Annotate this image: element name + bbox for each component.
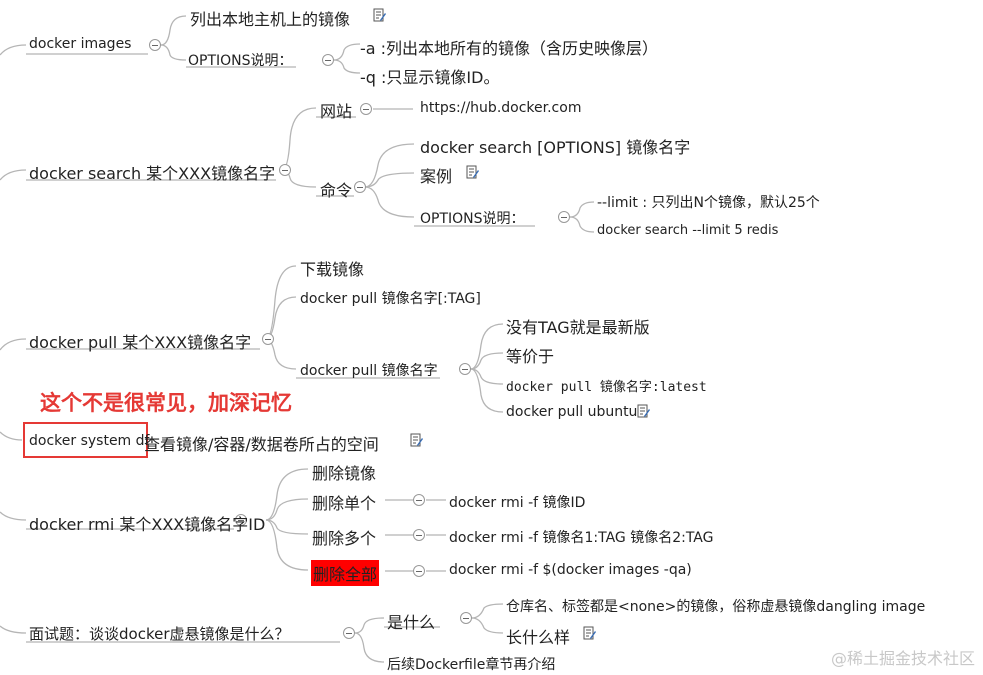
node-option-limit[interactable]: --limit : 只列出N个镜像，默认25个 [597, 195, 820, 211]
node-command[interactable]: 命令 [320, 181, 353, 200]
node-website-url[interactable]: https://hub.docker.com [420, 100, 582, 116]
node-system-df-desc[interactable]: 查看镜像/容器/数据卷所占的空间 [144, 435, 379, 454]
note-icon[interactable] [637, 404, 651, 419]
node-no-tag-latest[interactable]: 没有TAG就是最新版 [506, 318, 650, 337]
collapse-minus-icon[interactable] [354, 181, 366, 193]
node-docker-system-df[interactable]: docker system df [29, 433, 150, 449]
collapse-minus-icon[interactable] [413, 529, 425, 541]
node-images-options[interactable]: OPTIONS说明： [188, 53, 293, 69]
node-search-example[interactable]: 案例 [420, 167, 453, 186]
node-what-is[interactable]: 是什么 [387, 613, 436, 632]
annotation-uncommon: 这个不是很常见，加深记忆 [40, 391, 292, 415]
collapse-minus-icon[interactable] [360, 103, 372, 115]
node-option-a[interactable]: -a :列出本地所有的镜像（含历史映像层） [360, 39, 659, 58]
node-delete-image[interactable]: 删除镜像 [312, 464, 377, 483]
note-icon[interactable] [410, 433, 424, 448]
node-delete-one-cmd[interactable]: docker rmi -f 镜像ID [449, 495, 586, 511]
collapse-minus-icon[interactable] [322, 54, 334, 66]
collapse-minus-icon[interactable] [460, 612, 472, 624]
node-website[interactable]: 网站 [320, 102, 353, 121]
node-delete-all[interactable]: 删除全部 [311, 560, 380, 586]
note-icon[interactable] [373, 8, 387, 23]
collapse-minus-icon[interactable] [413, 565, 425, 577]
note-icon[interactable] [466, 165, 480, 180]
collapse-minus-icon[interactable] [149, 39, 161, 51]
node-option-limit-example[interactable]: docker search --limit 5 redis [597, 223, 779, 238]
collapse-minus-icon[interactable] [343, 627, 355, 639]
node-pull-without-tag[interactable]: docker pull 镜像名字 [300, 363, 438, 379]
node-delete-all-cmd[interactable]: docker rmi -f $(docker images -qa) [449, 562, 692, 578]
collapse-minus-icon[interactable] [413, 494, 425, 506]
node-equivalent[interactable]: 等价于 [506, 347, 555, 366]
node-docker-pull[interactable]: docker pull 某个XXX镜像名字 [29, 333, 252, 352]
node-option-q[interactable]: -q :只显示镜像ID。 [360, 68, 500, 87]
node-search-syntax[interactable]: docker search [OPTIONS] 镜像名字 [420, 138, 691, 157]
node-pull-latest[interactable]: docker pull 镜像名字:latest [506, 380, 707, 395]
node-docker-rmi[interactable]: docker rmi 某个XXX镜像名字ID [29, 515, 266, 534]
node-docker-images[interactable]: docker images [29, 36, 132, 52]
collapse-minus-icon[interactable] [558, 211, 570, 223]
node-looks-like[interactable]: 长什么样 [506, 628, 571, 647]
node-pull-with-tag[interactable]: docker pull 镜像名字[:TAG] [300, 291, 481, 307]
node-pull-ubuntu[interactable]: docker pull ubuntu [506, 404, 638, 420]
node-delete-many[interactable]: 删除多个 [312, 529, 377, 548]
collapse-minus-icon[interactable] [279, 164, 291, 176]
node-download-image[interactable]: 下载镜像 [300, 260, 365, 279]
node-docker-search[interactable]: docker search 某个XXX镜像名字 [29, 164, 276, 183]
node-what-is-desc[interactable]: 仓库名、标签都是<none>的镜像，俗称虚悬镜像dangling image [506, 599, 926, 615]
node-interview-question[interactable]: 面试题：谈谈docker虚悬镜像是什么？ [29, 625, 290, 643]
node-followup-dockerfile[interactable]: 后续Dockerfile章节再介绍 [387, 657, 556, 673]
node-delete-one[interactable]: 删除单个 [312, 494, 377, 513]
highlight-box [23, 422, 148, 458]
node-list-local-images[interactable]: 列出本地主机上的镜像 [190, 10, 351, 29]
watermark: @稀土掘金技术社区 [830, 649, 975, 668]
collapse-minus-icon[interactable] [262, 333, 274, 345]
node-delete-many-cmd[interactable]: docker rmi -f 镜像名1:TAG 镜像名2:TAG [449, 530, 714, 546]
collapse-minus-icon[interactable] [235, 514, 247, 526]
collapse-minus-icon[interactable] [459, 363, 471, 375]
note-icon[interactable] [583, 626, 597, 641]
node-search-options[interactable]: OPTIONS说明： [420, 211, 525, 227]
